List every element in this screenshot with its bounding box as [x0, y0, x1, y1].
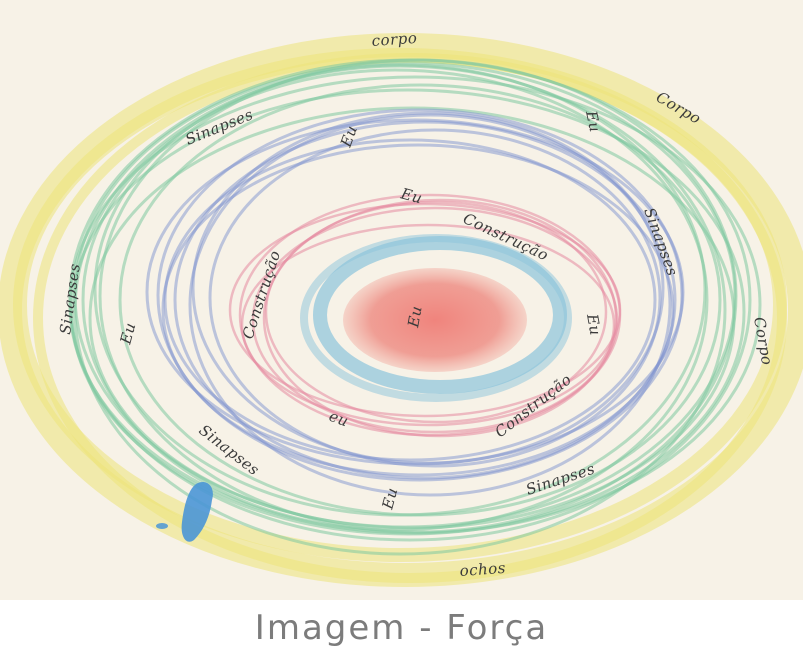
red-core	[343, 268, 527, 372]
label-sinapses-left: Sinapses	[56, 262, 84, 335]
label-corpo-top: corpo	[371, 29, 418, 50]
label-eu-4: Eu	[116, 320, 139, 347]
label-ochos-bottom: ochos	[459, 559, 506, 580]
blue-ring	[145, 108, 685, 497]
label-eu-5: Eu	[583, 312, 605, 337]
light-blue-ring	[300, 234, 572, 402]
label-eu-3: Eu	[398, 184, 425, 207]
label-construcao-2: Construção	[239, 248, 285, 341]
label-eu-6: Eu	[378, 485, 401, 512]
label-eu-2: Eu	[582, 108, 604, 134]
green-ring	[68, 58, 762, 556]
caption-title: Imagem - Força	[254, 608, 549, 648]
pink-ring	[228, 193, 622, 438]
label-eu-7: eu	[327, 407, 352, 431]
concentric-drawing: corpo Corpo Corpo ochos Sinapses Sinapse…	[0, 29, 803, 587]
blue-crayon-blob	[156, 481, 213, 542]
label-eu-center: Eu	[404, 304, 426, 329]
